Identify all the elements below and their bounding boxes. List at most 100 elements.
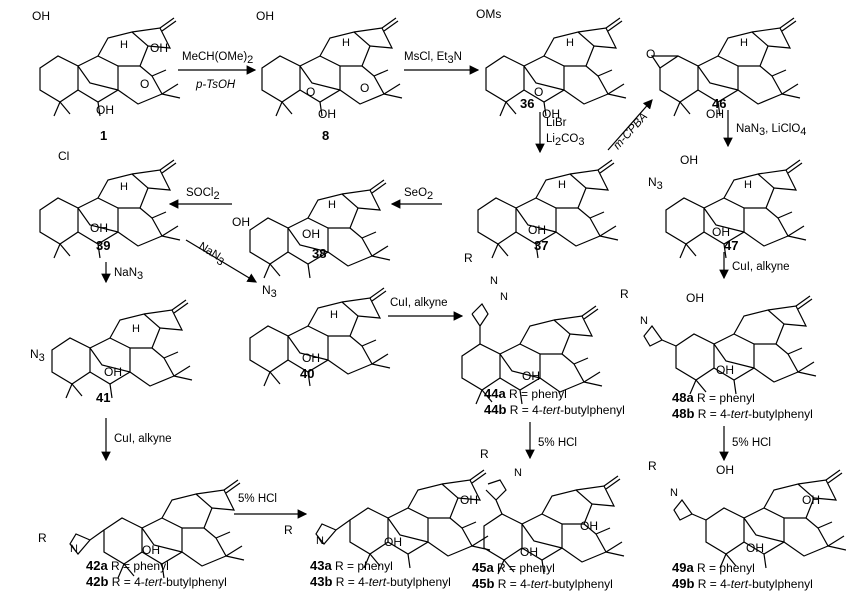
compound-42b-caption: 42b R = 4-tert-butylphenyl [86,574,227,589]
atom-oh: OH [32,9,50,23]
atom-oh: OH [802,493,820,507]
atom-oh: OH [716,363,734,377]
atom-oh: OH [580,519,598,533]
compound-label-8: 8 [322,128,329,143]
atom-h: H [330,309,338,321]
atom-n: N [70,543,78,555]
atom-oh: OH [96,103,114,117]
compound-44a-caption: 44a R = phenyl [484,386,567,401]
reagent-r15: 5% HCl [238,493,277,505]
atom-n: N [640,315,648,327]
compound-41-structure [51,299,193,399]
compound-45a-caption: 45a R = phenyl [472,560,555,575]
reagent-r12: CuI, alkyne [114,433,172,445]
compound-45-structure [483,475,625,575]
atom-oh: OH [302,227,320,241]
compound-43a-caption: 43a R = phenyl [310,558,393,573]
compound-38-structure [249,179,391,279]
atom-oh: OH [712,225,730,239]
compound-label-47: 47 [724,238,738,253]
compound-49a-caption: 49a R = phenyl [672,560,755,575]
compound-label-39: 39 [96,238,110,253]
atom-r: R [648,459,657,473]
compound-42-structure [69,479,245,579]
compound-1-structure [39,17,181,117]
atom-oh: OH [150,41,168,55]
reagent-r5: NaN3, LiClO4 [736,123,806,138]
atom-h: H [342,37,350,49]
reagent-r2: MsCl, Et3N [404,51,462,66]
compound-label-1: 1 [100,128,107,143]
atom-h: H [132,323,140,335]
reagent-r1-top: MeCH(OMe)2 [182,51,253,66]
atom-o: O [646,47,655,61]
compound-48-structure [643,295,817,395]
atom-cl: Cl [58,149,69,163]
atom-oh: OH [542,107,560,121]
reagent-r13: 5% HCl [538,437,577,449]
atom-n: N [500,291,508,303]
atom-oh: OH [528,223,546,237]
reagent-r1-bottom: p-TsOH [195,79,236,91]
atom-oh: OH [384,535,402,549]
atom-n: N [670,487,678,499]
atom-h: H [328,199,336,211]
atom-h: H [740,37,748,49]
atom-oh: OH [746,541,764,555]
reagent-r8: NaN3 [114,267,143,282]
compound-label-37: 37 [534,238,548,253]
compound-48b-caption: 48b R = 4-tert-butylphenyl [672,406,813,421]
atom-o: O [306,85,315,99]
atom-oh: OH [318,107,336,121]
compound-label-46: 46 [712,96,726,111]
atom-h: H [120,181,128,193]
atom-oh: OH [90,221,108,235]
atom-oh: OH [256,9,274,23]
atom-n: N [490,275,498,287]
atom-o: O [360,81,369,95]
atom-h: H [566,37,574,49]
compound-46-structure [650,17,801,117]
atom-r: R [464,251,473,265]
compound-48a-caption: 48a R = phenyl [672,390,755,405]
reagent-r10: CuI, alkyne [390,297,448,309]
atom-oh: OH [706,107,724,121]
atom-oh: OH [104,365,122,379]
reagent-r3-b: Li2CO3 [546,133,584,148]
reagent-r4: m-CPBA [611,110,650,152]
reagent-r9: NaN3 [195,240,228,268]
reagent-r7: SOCl2 [186,187,220,202]
reagent-r6: SeO2 [404,187,433,202]
atom-o: O [534,85,543,99]
atom-h: H [120,39,128,51]
compound-43-structure [315,469,491,569]
compound-44b-caption: 44b R = 4-tert-butylphenyl [484,402,625,417]
atom-r: R [284,523,293,537]
atom-oh: OH [716,463,734,477]
atom-n3: N3 [30,347,45,364]
atom-oh: OH [142,543,160,557]
atom-oh: OH [520,545,538,559]
compound-45b-caption: 45b R = 4-tert-butylphenyl [472,576,613,591]
atom-oh: OH [232,215,250,229]
compound-43b-caption: 43b R = 4-tert-butylphenyl [310,574,451,589]
compound-8-structure [261,17,403,117]
atom-n: N [514,467,522,479]
atom-r: R [38,531,47,545]
compound-49-structure [673,469,846,569]
compound-42a-caption: 42a R = phenyl [86,558,169,573]
atom-oh: OH [522,369,540,383]
atom-n: N [316,535,324,547]
reagent-r11: CuI, alkyne [732,261,790,273]
atom-oh: OH [302,351,320,365]
atom-n3: N3 [648,175,663,192]
atom-oh: OH [686,291,704,305]
compound-49b-caption: 49b R = 4-tert-butylphenyl [672,576,813,591]
compound-label-38: 38 [312,246,326,261]
atom-oms: OMs [476,7,501,21]
atom-oh: OH [680,153,698,167]
atom-r: R [480,447,489,461]
atom-r: R [620,287,629,301]
compound-36-structure [485,17,627,117]
atom-n3: N3 [262,283,277,300]
